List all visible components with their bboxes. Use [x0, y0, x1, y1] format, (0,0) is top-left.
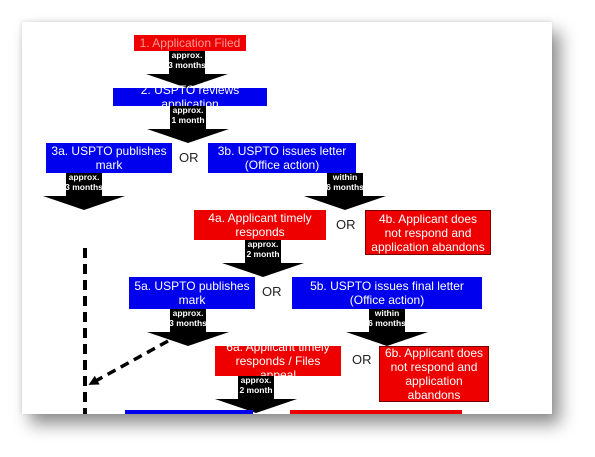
step-5b-label: 5b. USPTO issues final letter (Office ac… [310, 279, 464, 307]
step-6a-applicant-appeals: 6a. Applicant timely responds / Files ap… [215, 340, 341, 382]
arrow-3a-line-1: approx. [68, 172, 100, 182]
step-4b-application-abandons: 4b. Applicant does not respond and appli… [365, 210, 491, 255]
or-label-4: OR [352, 352, 372, 367]
arrow-2-line-2: 1 month [171, 114, 205, 125]
arrow-3a-line-2: 3 months [65, 181, 103, 192]
arrow-5a-line-2: 3 months [169, 317, 207, 328]
step-3a-label: 3a. USPTO publishes mark [51, 144, 167, 172]
or-label-2: OR [336, 217, 356, 232]
next-red-box-partial [290, 410, 462, 414]
flowchart-card: 1. Application Filed approx. 3 months 2.… [22, 22, 552, 414]
arrow-6a: approx. 2 month [215, 375, 297, 413]
arrow-1-line-2: 3 months [168, 59, 206, 70]
step-6b-label: 6b. Applicant does not respond and appli… [384, 346, 484, 402]
arrow-5b-line-2: 6 months [368, 317, 406, 328]
step-6a-label: 6a. Applicant timely responds / Files ap… [226, 340, 330, 382]
step-5b-final-office-action: 5b. USPTO issues final letter (Office ac… [292, 277, 482, 309]
step-3a-uspto-publishes: 3a. USPTO publishes mark [46, 143, 172, 173]
dashed-connectors [83, 248, 169, 414]
step-6b-application-abandons: 6b. Applicant does not respond and appli… [379, 346, 489, 402]
step-4a-applicant-responds: 4a. Applicant timely responds [194, 210, 326, 240]
next-blue-box-partial [125, 410, 253, 414]
arrow-5a-line-1: approx. [172, 308, 204, 318]
dashed-arrow-to-left [88, 339, 169, 385]
step-3b-office-action: 3b. USPTO issues letter (Office action) [208, 143, 356, 173]
arrow-4a-line-2: 2 month [246, 248, 280, 259]
arrow-6a-line-1: approx. [240, 375, 272, 385]
arrow-1: approx. 3 months [146, 50, 228, 88]
arrow-5a: approx. 3 months [147, 308, 229, 346]
arrow-2-line-1: approx. [172, 105, 204, 115]
arrow-4a-line-1: approx. [247, 239, 279, 249]
arrow-5b: within 6 months [346, 308, 428, 346]
arrow-3b-line-1: within [332, 172, 358, 182]
step-1-application-filed: 1. Application Filed [134, 35, 246, 51]
arrow-6a-line-2: 2 month [239, 384, 273, 395]
arrow-1-line-1: approx. [171, 50, 203, 60]
arrow-3b: within 6 months [304, 172, 386, 210]
arrow-3a: approx. 3 months [43, 172, 125, 210]
arrow-2: approx. 1 month [147, 105, 229, 143]
step-4b-label: 4b. Applicant does not respond and appli… [371, 211, 485, 254]
or-label-1: OR [179, 150, 199, 165]
arrow-5b-line-1: within [374, 308, 400, 318]
arrow-3b-line-2: 6 months [326, 181, 364, 192]
step-3b-label: 3b. USPTO issues letter (Office action) [217, 144, 347, 172]
arrow-4a: approx. 2 month [222, 239, 304, 277]
or-label-3: OR [262, 284, 282, 299]
step-5a-uspto-publishes: 5a. USPTO publishes mark [129, 277, 255, 309]
step-4a-label: 4a. Applicant timely responds [208, 211, 312, 239]
step-1-label: 1. Application Filed [139, 36, 241, 50]
step-5a-label: 5a. USPTO publishes mark [134, 279, 250, 307]
